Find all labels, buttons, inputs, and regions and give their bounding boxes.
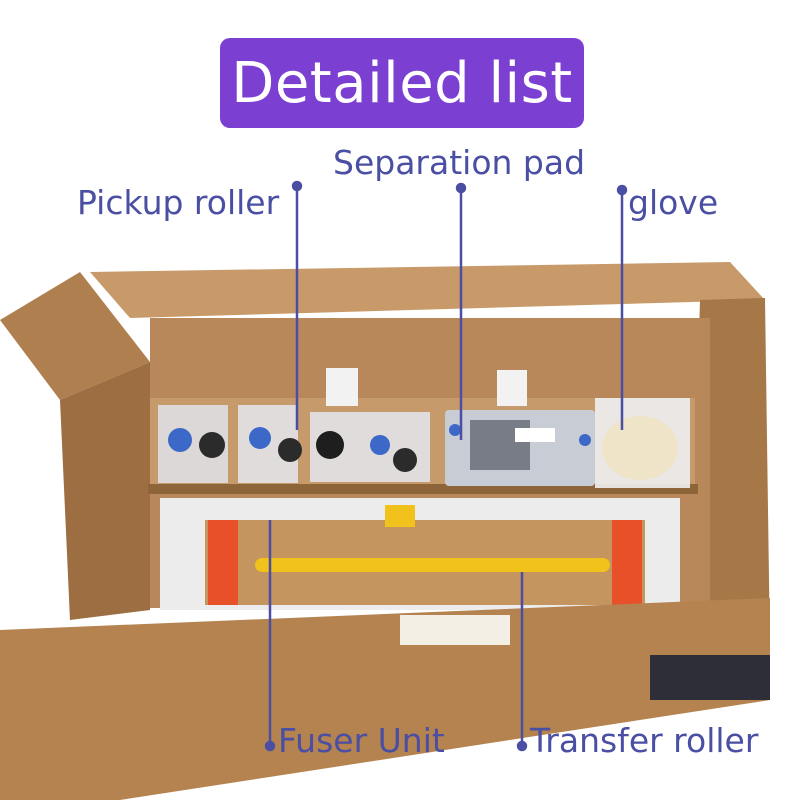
label-glove: glove — [628, 183, 719, 222]
fuser-cap-right — [612, 520, 642, 605]
label-transfer-roller: Transfer roller — [530, 721, 759, 760]
title-badge: Detailed list — [220, 38, 584, 128]
fuser-cap-left — [208, 520, 238, 605]
box-inner-left-wall — [60, 362, 150, 620]
label-separation-pad: Separation pad — [333, 143, 586, 182]
page-title: Detailed list — [231, 50, 573, 116]
leader-lines — [264, 180, 628, 752]
box-back-flap — [90, 262, 765, 318]
box-left-flap — [0, 272, 150, 400]
foam-block — [326, 368, 358, 406]
warning-label — [385, 505, 415, 527]
foam-block — [497, 370, 527, 406]
box-front-label — [400, 615, 510, 645]
parts-shelf-edge — [148, 484, 698, 494]
pickup-roller-parts — [158, 405, 430, 483]
label-pickup-roller: Pickup roller — [77, 183, 280, 222]
separation-pad-bag — [445, 410, 595, 486]
glove-bag — [595, 398, 690, 488]
box-front-panel — [0, 598, 770, 800]
transfer-roller — [255, 558, 610, 572]
label-fuser-unit: Fuser Unit — [278, 721, 445, 760]
box-front-dark-corner — [650, 655, 770, 700]
